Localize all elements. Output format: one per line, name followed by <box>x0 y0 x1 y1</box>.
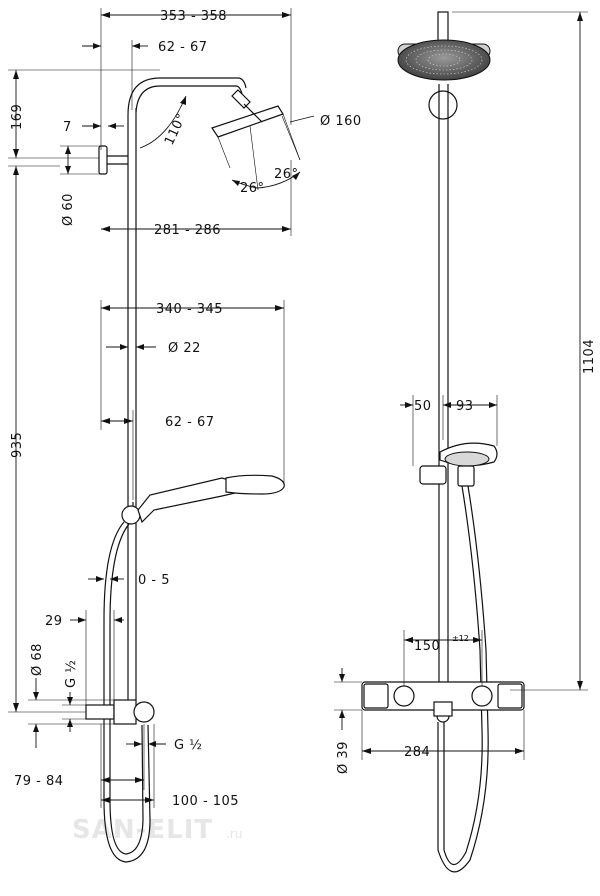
watermark-domain: .ru <box>226 827 242 841</box>
thermostat-front <box>361 681 525 723</box>
dim-top-width-label: 353 - 358 <box>160 9 227 24</box>
rail-front <box>438 84 449 690</box>
dim-vertical-total-label: 935 <box>10 432 25 458</box>
dim-head-diameter: Ø 160 <box>281 114 362 161</box>
riser-pipe <box>127 108 137 700</box>
dim-wall-min: 79 - 84 <box>14 724 145 808</box>
dim-valve-diameter: Ø 68 <box>28 643 114 748</box>
dim-valve-diameter-label: Ø 68 <box>30 643 45 676</box>
dim-thermostat-diameter-label: Ø 39 <box>336 741 351 774</box>
dim-arm-offset-label: 62 - 67 <box>158 40 208 55</box>
dim-thermostat-diameter: Ø 39 <box>334 668 362 774</box>
dim-rail-diameter-label: Ø 22 <box>168 341 201 356</box>
dim-thermostat-width: 284 <box>361 710 525 760</box>
dim-arm-offset: 62 - 67 <box>82 40 208 110</box>
shower-head-front <box>397 39 491 81</box>
dim-hose-gap-label: 0 - 5 <box>138 573 170 588</box>
dim-hand-reach-label: 340 - 345 <box>156 302 223 317</box>
dim-head-angle-left-label: 26° <box>240 181 265 196</box>
thermostat-side <box>85 699 155 725</box>
dim-valve-depth-label: 29 <box>45 614 63 629</box>
dim-wall-max: 100 - 105 <box>101 724 239 809</box>
shower-arm <box>127 77 251 116</box>
side-view: 353 - 358 62 - 67 169 7 <box>8 8 362 863</box>
dim-thread-vertical: G ½ <box>62 660 86 732</box>
dim-wall-min-label: 79 - 84 <box>14 774 64 789</box>
hose-front <box>437 485 489 873</box>
dim-hand-reach: 340 - 345 <box>100 300 285 484</box>
dim-front-offsets: 50 93 <box>400 395 498 466</box>
dim-head-angle-right-label: 26° <box>274 167 299 182</box>
dim-bracket-diameter: Ø 60 <box>60 145 100 226</box>
arm-joint <box>428 90 458 120</box>
dim-right-offset-label: 93 <box>456 399 474 414</box>
dim-hand-offset: 62 - 67 <box>101 410 215 500</box>
dim-hand-offset-label: 62 - 67 <box>165 415 215 430</box>
dim-valve-depth: 29 <box>45 610 124 705</box>
wall-bracket <box>98 145 128 175</box>
dim-center-tolerance-label: ±12 <box>452 634 469 643</box>
dim-angle: 110° <box>139 95 190 149</box>
front-view: 1104 50 93 150 ±12 <box>334 11 597 873</box>
dim-connector-gap: 7 <box>63 120 124 135</box>
watermark: SAN-ELIT .ru <box>72 815 242 845</box>
dim-arm-height-label: 169 <box>10 104 25 130</box>
dim-thermostat-width-label: 284 <box>404 745 430 760</box>
dim-rail-diameter: Ø 22 <box>106 341 201 356</box>
hand-shower-side <box>121 474 285 525</box>
dim-total-height-label: 1104 <box>582 339 597 374</box>
dim-head-reach: 281 - 286 <box>101 160 292 238</box>
dim-vertical-total: 935 <box>8 165 86 713</box>
dim-total-height: 1104 <box>452 11 597 691</box>
dim-center-distance-label: 150 <box>414 639 440 654</box>
dim-thread-lower-label: G ½ <box>174 738 202 753</box>
dim-thread-lower: G ½ <box>126 738 202 753</box>
hand-shower-front <box>419 442 498 487</box>
hose-side <box>103 521 151 863</box>
dim-connector-gap-label: 7 <box>63 120 72 135</box>
dim-left-offset-label: 50 <box>414 399 432 414</box>
dim-bracket-diameter-label: Ø 60 <box>61 193 76 226</box>
dim-head-angles: 26° 26° <box>217 113 301 196</box>
dim-top-width: 353 - 358 <box>100 8 292 150</box>
dim-center-distance: 150 ±12 <box>403 630 483 686</box>
dim-arm-height: 169 <box>8 69 160 159</box>
dim-head-reach-label: 281 - 286 <box>154 223 221 238</box>
dim-thread-vertical-label: G ½ <box>64 660 79 688</box>
dim-wall-max-label: 100 - 105 <box>172 794 239 809</box>
dim-hose-gap: 0 - 5 <box>88 573 170 588</box>
dim-head-diameter-label: Ø 160 <box>320 114 362 129</box>
shower-head-side <box>211 103 284 138</box>
